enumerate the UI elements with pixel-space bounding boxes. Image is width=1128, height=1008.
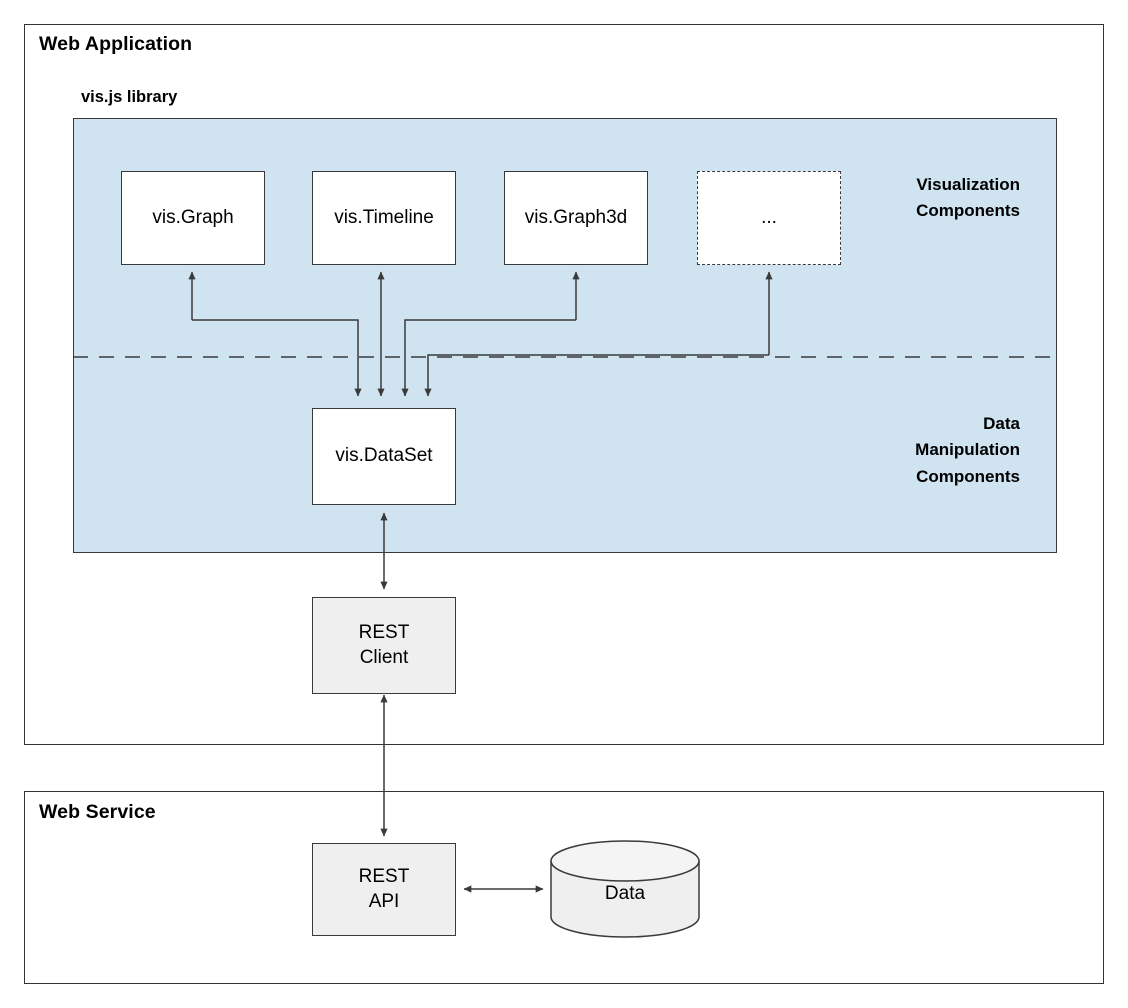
node-vis-graph3d[interactable]: vis.Graph3d (504, 171, 648, 265)
edge-graph-route (192, 319, 362, 397)
node-vis-timeline[interactable]: vis.Timeline (312, 171, 456, 265)
edge-ellipsis-route (424, 354, 769, 397)
node-vis-graph[interactable]: vis.Graph (121, 171, 265, 265)
visjs-library-title: vis.js library (81, 88, 178, 106)
data-manipulation-components-label: Data Manipulation Components (915, 414, 1020, 486)
node-rest-client[interactable]: REST Client (312, 597, 456, 694)
database-label: Data (604, 883, 646, 904)
web-service-title: Web Service (39, 801, 156, 823)
visualization-components-label: Visualization Components (916, 175, 1020, 221)
database-cylinder (550, 840, 700, 938)
node-vis-dataset[interactable]: vis.DataSet (312, 408, 456, 505)
node-vis-more[interactable]: ... (697, 171, 841, 265)
web-application-title: Web Application (39, 33, 193, 55)
node-rest-api[interactable]: REST API (312, 843, 456, 936)
edge-graph3d-route (401, 319, 576, 397)
